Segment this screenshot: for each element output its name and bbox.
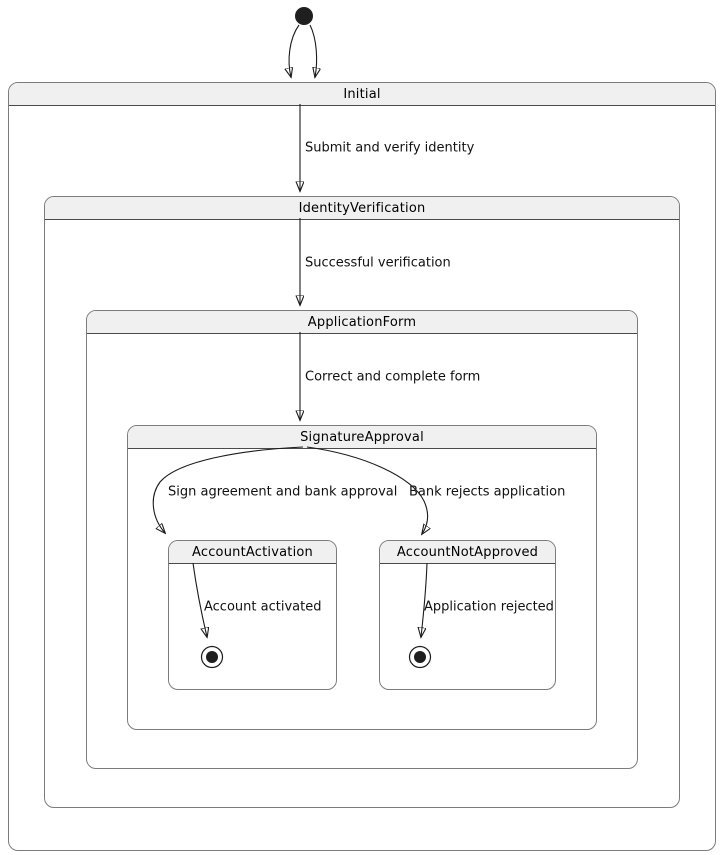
transition-label-activated: Account activated — [204, 599, 322, 615]
state-signature-approval-title: SignatureApproval — [128, 426, 596, 449]
state-account-activation: AccountActivation — [168, 540, 337, 690]
state-account-not-approved-title: AccountNotApproved — [380, 541, 555, 564]
transition-label-submit: Submit and verify identity — [305, 140, 475, 156]
state-initial-title: Initial — [9, 83, 715, 106]
state-application-form-title: ApplicationForm — [87, 311, 637, 334]
transition-label-success: Successful verification — [305, 255, 451, 271]
arrow-start-left — [289, 24, 300, 77]
arrow-start-right — [309, 24, 317, 77]
initial-pseudostate-dot — [295, 7, 313, 25]
state-account-activation-title: AccountActivation — [169, 541, 336, 564]
transition-label-correct: Correct and complete form — [305, 369, 481, 385]
transition-label-reject: Bank rejects application — [409, 484, 566, 500]
transition-label-rejected: Application rejected — [424, 599, 554, 615]
transition-label-sign: Sign agreement and bank approval — [168, 484, 398, 500]
state-identity-verification-title: IdentityVerification — [45, 197, 679, 220]
state-account-not-approved: AccountNotApproved — [379, 540, 556, 690]
